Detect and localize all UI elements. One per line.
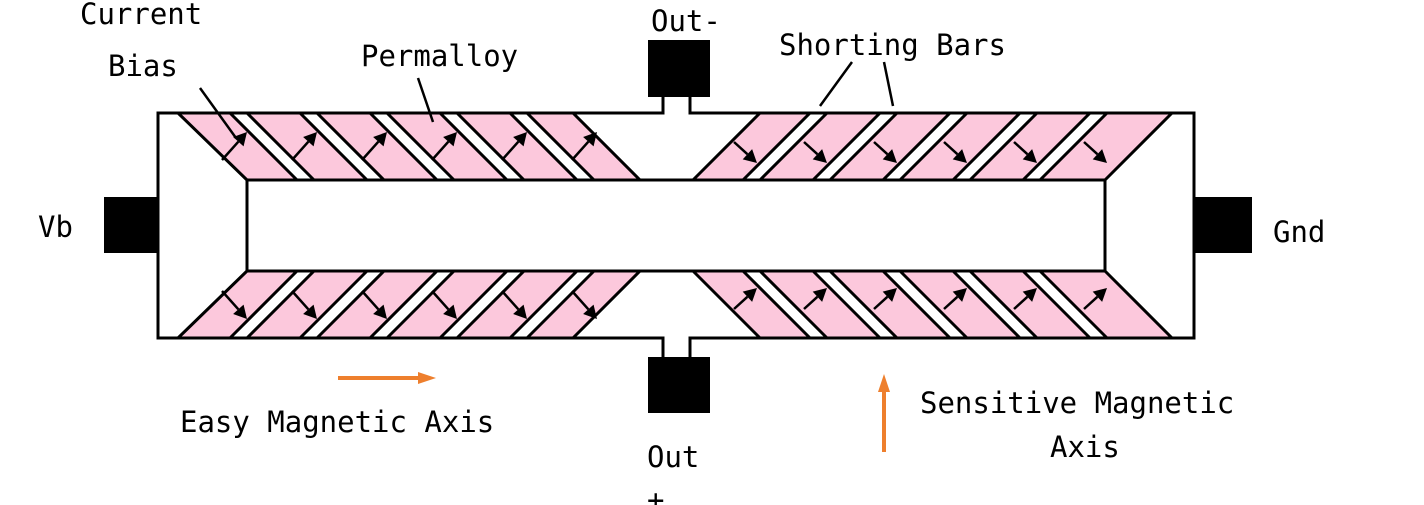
shorting-bar-leader-2 bbox=[882, 61, 895, 107]
bottom-right-bias-arrow-3 bbox=[873, 288, 897, 310]
bottom-right-bias-arrow-6 bbox=[1083, 288, 1107, 310]
shorting-bars-label: Shorting Bars bbox=[779, 28, 1006, 62]
top-right-bias-arrow-2 bbox=[803, 141, 827, 163]
permalloy-leader bbox=[416, 77, 435, 123]
permalloy-label: Permalloy bbox=[361, 39, 518, 73]
bottom-left-bias-arrow-1 bbox=[221, 290, 247, 319]
top-right-bias-arrow-4 bbox=[943, 141, 967, 163]
current-bias-leader bbox=[198, 87, 238, 139]
bottom-right-bias-arrow-2 bbox=[803, 288, 827, 310]
permalloy-bands bbox=[176, 111, 1174, 340]
gnd-label: Gnd bbox=[1273, 215, 1325, 249]
bottom-left-bias-arrow-2 bbox=[291, 290, 317, 319]
shorting-bar-leader-1 bbox=[818, 61, 854, 107]
top-right-bias-arrow-3 bbox=[873, 141, 897, 163]
sensitive-axis-label-2: Axis bbox=[1050, 430, 1120, 464]
vb-label: Vb bbox=[38, 210, 73, 244]
bottom-left-bias-arrow-3 bbox=[361, 290, 387, 319]
inner-cutout bbox=[245, 178, 1107, 273]
bottom-right-bias-arrow-1 bbox=[733, 288, 757, 310]
out-minus-label: Out- bbox=[651, 4, 721, 38]
top-left-bias-arrow-3 bbox=[361, 132, 387, 161]
bottom-left-bias-arrow-5 bbox=[501, 290, 527, 319]
bottom-track bbox=[176, 269, 1174, 340]
out-plus-label: Out bbox=[647, 440, 699, 474]
top-left-bias-arrow-1 bbox=[221, 132, 247, 161]
easy-axis-arrow-icon bbox=[338, 372, 436, 384]
leader-lines bbox=[198, 61, 895, 139]
top-left-bias-arrow-5 bbox=[501, 132, 527, 161]
bottom-left-bias-arrow-4 bbox=[431, 290, 457, 319]
top-right-bias-arrow-5 bbox=[1013, 141, 1037, 163]
out-minus-pad bbox=[648, 40, 710, 97]
sensitive-axis-arrow-icon bbox=[878, 374, 890, 452]
easy-axis-label: Easy Magnetic Axis bbox=[180, 405, 494, 439]
gnd-pad bbox=[1194, 197, 1252, 253]
top-right-bias-arrow-6 bbox=[1083, 141, 1107, 163]
current-bias-label: Current bbox=[80, 0, 202, 31]
top-track bbox=[176, 111, 1174, 182]
out-plus-pad bbox=[648, 357, 710, 413]
top-right-bias-arrow-1 bbox=[733, 141, 757, 163]
sensitive-axis-label: Sensitive Magnetic bbox=[920, 386, 1234, 420]
current-bias-label-2: Bias bbox=[108, 49, 178, 83]
top-left-bias-arrow-2 bbox=[291, 132, 317, 161]
bottom-left-bias-arrow-6 bbox=[571, 290, 597, 319]
bottom-right-bias-arrow-5 bbox=[1013, 288, 1037, 310]
out-plus-label-2: + bbox=[647, 483, 664, 505]
bottom-right-bias-arrow-4 bbox=[943, 288, 967, 310]
top-left-bias-arrow-4 bbox=[431, 132, 457, 161]
vb-pad bbox=[104, 197, 158, 253]
top-left-bias-arrow-6 bbox=[571, 132, 597, 161]
